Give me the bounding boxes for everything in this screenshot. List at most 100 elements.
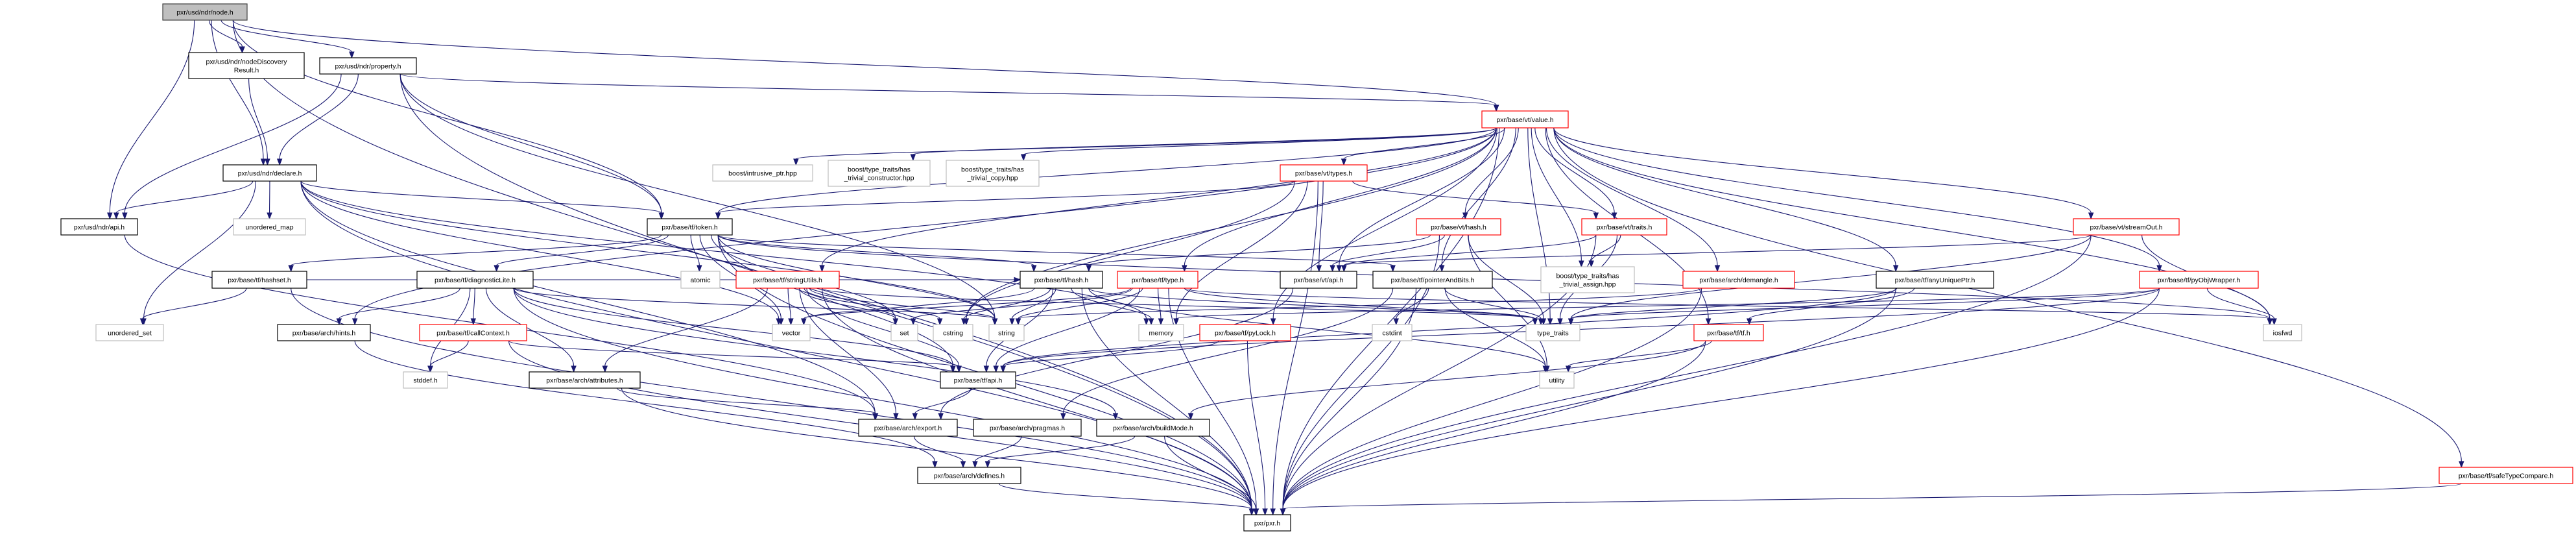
- graph-node-pxr-base-vt-api-h[interactable]: pxr/base/vt/api.h: [1280, 271, 1357, 289]
- dependency-edge: [1272, 180, 1318, 509]
- arrowhead-icon: [1542, 365, 1549, 373]
- graph-node-pxr-usd-ndr-property-h[interactable]: pxr/usd/ndr/property.h: [319, 57, 417, 75]
- dependency-edge: [1343, 127, 1505, 160]
- arrowhead-icon: [288, 265, 294, 273]
- node-box: [403, 371, 448, 389]
- graph-node-pxr-base-tf-token-h[interactable]: pxr/base/tf/token.h: [647, 218, 733, 236]
- arrowhead-icon: [984, 461, 991, 469]
- graph-node-pxr-usd-ndr-node-h[interactable]: pxr/usd/ndr/node.h: [162, 3, 248, 21]
- dependency-edge: [1553, 127, 1896, 266]
- arrowhead-icon: [107, 212, 113, 220]
- graph-node-pxr-base-vt-types-h[interactable]: pxr/base/vt/types.h: [1280, 164, 1368, 182]
- graph-node-pxr-base-tf-diagnosticlite-h[interactable]: pxr/base/tf/diagnosticLite.h: [416, 271, 534, 289]
- graph-node-pxr-base-vt-hash-h[interactable]: pxr/base/vt/hash.h: [1416, 218, 1501, 236]
- dependency-edge: [400, 73, 1497, 106]
- graph-node-pxr-base-arch-hints-h[interactable]: pxr/base/arch/hints.h: [277, 324, 371, 341]
- node-label: pxr/base/tf/hashset.h: [228, 276, 291, 284]
- node-label: boost/type_traits/has: [1556, 272, 1619, 280]
- node-label: Result.h: [234, 66, 259, 74]
- dependency-edge: [1545, 127, 1718, 266]
- dependency-edge: [1190, 340, 1706, 414]
- arrowhead-icon: [1565, 365, 1571, 373]
- arrowhead-icon: [336, 318, 342, 326]
- dependency-edge: [400, 73, 1252, 509]
- node-label: pxr/base/vt/hash.h: [1431, 223, 1486, 231]
- node-label: pxr/base/vt/traits.h: [1597, 223, 1652, 231]
- arrowhead-icon: [427, 365, 433, 373]
- graph-node-pxr-base-arch-pragmas-h[interactable]: pxr/base/arch/pragmas.h: [973, 419, 1082, 437]
- dependency-edge: [1003, 340, 1219, 367]
- node-box: [2263, 324, 2302, 341]
- dependency-edge: [1468, 234, 1547, 367]
- dependency-edge: [1168, 288, 1257, 509]
- graph-node-pxr-base-tf-anyuniqueptr-h[interactable]: pxr/base/tf/anyUniquePtr.h: [1876, 271, 1994, 289]
- dependency-edge: [142, 288, 247, 319]
- graph-node-pxr-pxr-h[interactable]: pxr/pxr.h: [1243, 514, 1291, 532]
- dependency-edge: [221, 19, 352, 53]
- graph-node-pxr-base-arch-buildmode-h[interactable]: pxr/base/arch/buildMode.h: [1096, 419, 1210, 437]
- arrowhead-icon: [1148, 318, 1154, 326]
- graph-node-pxr-base-tf-hash-h[interactable]: pxr/base/tf/hash.h: [1020, 271, 1103, 289]
- node-label: vector: [782, 329, 801, 337]
- graph-node-pxr-base-tf-pyobjwrapper-h[interactable]: pxr/base/tf/pyObjWrapper.h: [2139, 271, 2259, 289]
- node-label: pxr/base/vt/value.h: [1496, 116, 1553, 124]
- node-box: [1117, 271, 1199, 289]
- dependency-edge: [1282, 288, 1896, 509]
- dependency-edge: [1444, 288, 1546, 367]
- dependency-edge: [1444, 288, 1542, 319]
- dependency-edge: [291, 234, 662, 266]
- graph-node-pxr-base-arch-export-h[interactable]: pxr/base/arch/export.h: [858, 419, 958, 437]
- graph-node-pxr-usd-ndr-declare-h[interactable]: pxr/usd/ndr/declare.h: [222, 164, 317, 182]
- dependency-edge: [621, 387, 1252, 509]
- dependency-edge: [966, 180, 1295, 319]
- dependency-edge: [604, 288, 768, 367]
- graph-node-pxr-base-tf-callcontext-h[interactable]: pxr/base/tf/callContext.h: [419, 324, 527, 341]
- dependency-edge: [987, 436, 1136, 462]
- arrowhead-icon: [260, 158, 267, 166]
- dependency-edge: [1282, 340, 1706, 509]
- arrowhead-icon: [571, 365, 577, 373]
- arrowhead-icon: [1182, 265, 1187, 273]
- node-box: [940, 371, 1016, 389]
- graph-node-pxr-usd-ndr-api-h[interactable]: pxr/usd/ndr/api.h: [60, 218, 138, 236]
- dependency-edge: [300, 180, 1252, 509]
- arrowhead-icon: [276, 158, 283, 166]
- graph-node-boost-type-traits-has-trivial-assign-hpp: boost/type_traits/has_trivial_assign.hpp: [1540, 266, 1635, 293]
- node-box: [2139, 271, 2259, 289]
- arrowhead-icon: [239, 46, 245, 54]
- dependency-edge: [248, 78, 268, 160]
- arrowhead-icon: [960, 461, 966, 469]
- graph-node-pxr-base-tf-stringutils-h[interactable]: pxr/base/tf/stringUtils.h: [735, 271, 840, 289]
- graph-node-pxr-base-tf-safetypecompare-h[interactable]: pxr/base/tf/safeTypeCompare.h: [2439, 467, 2573, 484]
- graph-node-pxr-base-vt-streamout-h[interactable]: pxr/base/vt/streamOut.h: [2073, 218, 2180, 236]
- graph-node-pxr-base-tf-type-h[interactable]: pxr/base/tf/type.h: [1117, 271, 1199, 289]
- graph-node-pxr-base-tf-pylock-h[interactable]: pxr/base/tf/pyLock.h: [1199, 324, 1291, 341]
- graph-node-pxr-base-tf-tf-h[interactable]: pxr/base/tf/tf.h: [1693, 324, 1764, 341]
- arrowhead-icon: [1341, 265, 1347, 273]
- graph-node-pxr-base-arch-defines-h[interactable]: pxr/base/arch/defines.h: [917, 467, 1021, 484]
- arrowhead-icon: [1538, 318, 1544, 326]
- graph-node-pxr-base-tf-api-h[interactable]: pxr/base/tf/api.h: [940, 371, 1016, 389]
- graph-node-pxr-base-vt-value-h[interactable]: pxr/base/vt/value.h: [1481, 110, 1569, 129]
- node-label: atomic: [691, 276, 711, 284]
- dependency-edge: [1553, 127, 2462, 462]
- graph-node-pxr-base-tf-pointerandbits-h[interactable]: pxr/base/tf/pointerAndBits.h: [1372, 271, 1493, 289]
- dependency-edge: [1570, 234, 2092, 319]
- dependency-edge: [429, 340, 469, 367]
- node-box: [1876, 271, 1994, 289]
- node-box: [647, 218, 733, 236]
- graph-node-pxr-base-arch-demangle-h[interactable]: pxr/base/arch/demangle.h: [1682, 271, 1795, 289]
- dependency-edge: [1343, 234, 2092, 266]
- graph-node-pxr-base-vt-traits-h[interactable]: pxr/base/vt/traits.h: [1581, 218, 1667, 236]
- arrowhead-icon: [1568, 318, 1574, 326]
- node-label: pxr/base/tf/callContext.h: [436, 329, 510, 337]
- dependency-edge: [513, 288, 1252, 509]
- graph-node-pxr-base-tf-hashset-h[interactable]: pxr/base/tf/hashset.h: [211, 271, 307, 289]
- dependency-edge: [1339, 127, 1505, 266]
- graph-node-cstring: cstring: [933, 324, 973, 341]
- node-box: [222, 164, 317, 182]
- dependency-edge: [513, 288, 1116, 414]
- graph-node-pxr-base-arch-attributes-h[interactable]: pxr/base/arch/attributes.h: [529, 371, 641, 389]
- arrowhead-icon: [1031, 265, 1037, 273]
